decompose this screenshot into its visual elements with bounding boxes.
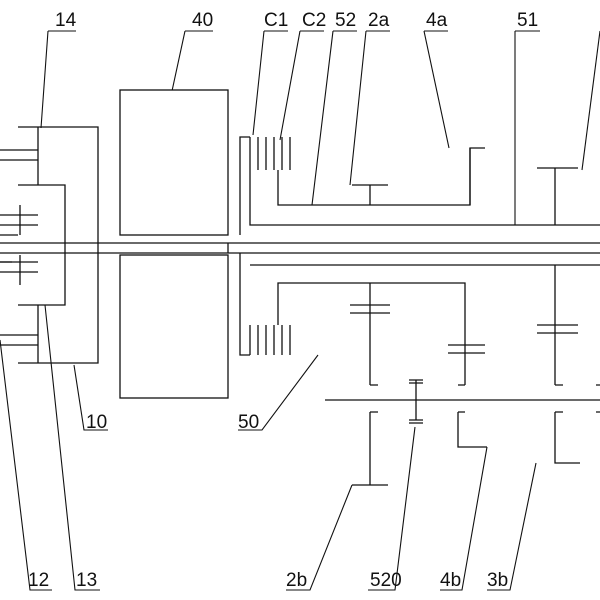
- label-c2: C2: [302, 10, 326, 31]
- leader-2b: [286, 484, 353, 591]
- gear-4a-bottom: [448, 344, 485, 386]
- leader-12: [0, 339, 52, 591]
- leader-10: [73, 364, 108, 431]
- synchro-520: [409, 379, 423, 424]
- motor-40: [119, 89, 229, 399]
- leader-c2: [279, 30, 324, 141]
- leader-14: [40, 30, 76, 129]
- leader-3a: [581, 30, 600, 171]
- label-12: 12: [28, 570, 49, 591]
- label-c1: C1: [264, 10, 288, 31]
- label-4a: 4a: [426, 10, 448, 31]
- clutch-c2-drum-top: [277, 147, 485, 206]
- label-51: 51: [517, 10, 538, 31]
- clutch-c1-plates-top: [249, 137, 291, 170]
- carrier-13: [18, 184, 66, 306]
- label-13: 13: [76, 570, 97, 591]
- gear-2a-top: [352, 184, 388, 205]
- planetary-gear-assembly: [0, 126, 99, 364]
- label-520: 520: [370, 570, 402, 591]
- gear-12-lower: [0, 305, 39, 363]
- clutch-c1-plates-bottom: [249, 325, 291, 355]
- gear-14-upper: [0, 127, 39, 185]
- leader-51: [514, 30, 540, 225]
- hub-left: [0, 234, 18, 263]
- leader-3b: [487, 462, 537, 591]
- gear-3a-top: [537, 167, 578, 225]
- leader-13: [44, 304, 100, 591]
- motor-lower-half: [119, 254, 229, 399]
- countershaft-assembly: [325, 379, 600, 486]
- leader-c1: [252, 30, 288, 136]
- gear-3b: [554, 411, 580, 464]
- gear-4b: [457, 411, 487, 448]
- gear-2b: [352, 411, 388, 486]
- label-3b: 3b: [487, 570, 508, 591]
- gear-upper-inner: [0, 205, 38, 235]
- upper-gears: [350, 148, 578, 386]
- leader-4a: [423, 30, 450, 149]
- clutch-c2-drum-bottom: [277, 282, 466, 345]
- leader-2a: [349, 30, 390, 186]
- housing-10: [18, 126, 99, 364]
- gear-lower-inner: [0, 255, 38, 285]
- gear-right-partial: [596, 384, 600, 413]
- label-14: 14: [55, 10, 77, 31]
- label-2b: 2b: [286, 570, 307, 591]
- gear-2a-bottom: [350, 283, 390, 386]
- leader-50: [238, 354, 319, 431]
- label-50: 50: [238, 412, 259, 433]
- reference-labels: 14 40 C1 C2 52 2a 4a 51 10 50 12 13 2b 5…: [28, 10, 538, 591]
- label-10: 10: [86, 412, 107, 433]
- gear-3a-bottom: [537, 265, 578, 386]
- leader-lines: [0, 30, 600, 591]
- leader-40: [171, 30, 213, 92]
- motor-upper-half: [119, 89, 229, 236]
- first-sleeve-51-top: [249, 170, 600, 226]
- leader-4b: [440, 446, 488, 591]
- label-40: 40: [192, 10, 213, 31]
- label-4b: 4b: [440, 570, 461, 591]
- main-shaft: [0, 242, 600, 254]
- clutch-c1-hub: [227, 136, 250, 356]
- clutch-pack: [227, 136, 600, 356]
- label-52: 52: [335, 10, 356, 31]
- label-2a: 2a: [368, 10, 390, 31]
- leader-520: [368, 426, 416, 591]
- leader-52: [311, 30, 357, 206]
